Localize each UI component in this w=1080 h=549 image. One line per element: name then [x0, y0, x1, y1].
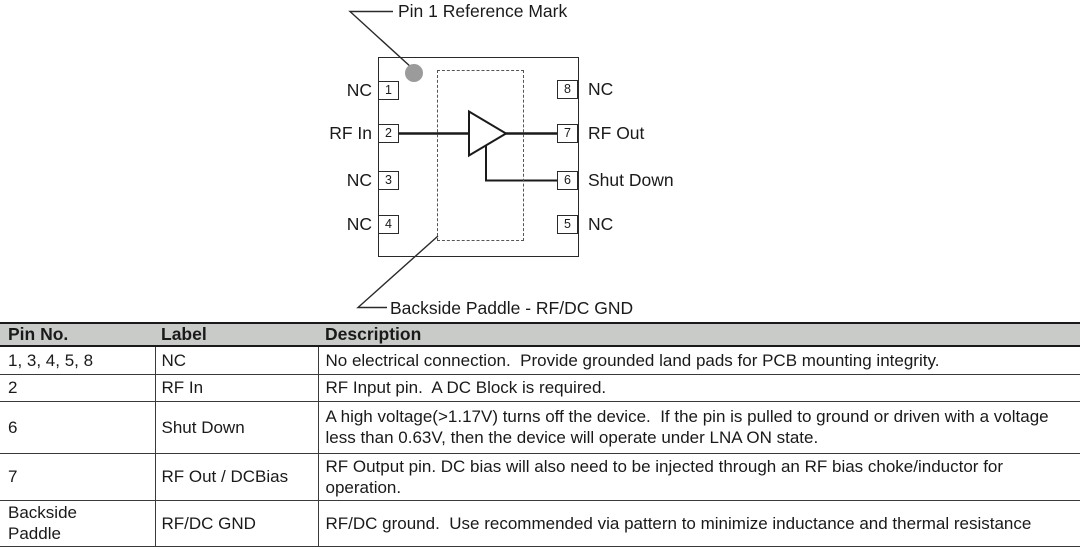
table-row: 6 Shut Down A high voltage(>1.17V) turns…	[0, 401, 1080, 454]
pin-description-table: Pin No. Label Description 1, 3, 4, 5, 8 …	[0, 322, 1080, 547]
pin-box-3: 3	[378, 171, 399, 190]
pin-label-4: NC	[346, 214, 372, 234]
pin-box-4: 4	[378, 215, 399, 234]
pin-label-6: Shut Down	[588, 170, 674, 190]
label-cell: NC	[155, 346, 319, 375]
description-cell: A high voltage(>1.17V) turns off the dev…	[318, 401, 1080, 454]
pin1-dot-icon	[405, 64, 423, 82]
pin-label-7: RF Out	[588, 123, 645, 143]
pin-label-2: RF In	[329, 123, 372, 143]
description-cell: No electrical connection. Provide ground…	[318, 346, 1080, 375]
label-cell: RF Out / DCBias	[155, 453, 319, 501]
shutdown-wire	[485, 145, 558, 182]
label-cell: RF In	[155, 374, 319, 402]
paddle-leader-line	[356, 235, 439, 309]
pin-box-5: 5	[557, 215, 578, 234]
pin-no-cell: Backside Paddle	[0, 500, 156, 547]
pin-box-2: 2	[378, 124, 399, 143]
pin1-leader-line	[348, 10, 413, 69]
label-cell: RF/DC GND	[155, 500, 319, 547]
pin-label-8: NC	[588, 79, 614, 99]
pin-no-cell: 2	[0, 374, 156, 402]
backside-paddle-outline	[437, 70, 524, 241]
description-cell: RF/DC ground. Use recommended via patter…	[318, 500, 1080, 547]
pin-box-1: 1	[378, 81, 399, 100]
pin1-reference-label: Pin 1 Reference Mark	[398, 1, 568, 21]
table-row: 2 RF In RF Input pin. A DC Block is requ…	[0, 374, 1080, 402]
description-cell: RF Output pin. DC bias will also need to…	[318, 453, 1080, 501]
pin-no-cell: 1, 3, 4, 5, 8	[0, 346, 156, 375]
header-pin-no: Pin No.	[0, 322, 155, 347]
pin-label-5: NC	[588, 214, 614, 234]
ic-body-outline	[378, 57, 579, 257]
table-row: Backside Paddle RF/DC GND RF/DC ground. …	[0, 500, 1080, 547]
header-label: Label	[155, 322, 318, 347]
table-row: 7 RF Out / DCBias RF Output pin. DC bias…	[0, 453, 1080, 501]
pin-no-cell: 6	[0, 401, 156, 454]
table-header-row: Pin No. Label Description	[0, 322, 1080, 347]
pin-label-3: NC	[346, 170, 372, 190]
description-cell: RF Input pin. A DC Block is required.	[318, 374, 1080, 402]
pin-label-1: NC	[346, 80, 372, 100]
header-description: Description	[318, 322, 1080, 347]
pin-box-7: 7	[557, 124, 578, 143]
pin-diagram: Pin 1 Reference Mark Backside Paddle - R…	[329, 1, 674, 318]
label-cell: Shut Down	[155, 401, 319, 454]
backside-paddle-label: Backside Paddle - RF/DC GND	[390, 298, 634, 318]
table-row: 1, 3, 4, 5, 8 NC No electrical connectio…	[0, 346, 1080, 375]
pin-box-8: 8	[557, 80, 578, 99]
pin-box-6: 6	[557, 171, 578, 190]
diagram-lines	[348, 10, 558, 309]
pin-no-cell: 7	[0, 453, 156, 501]
amplifier-triangle-icon	[468, 109, 508, 158]
